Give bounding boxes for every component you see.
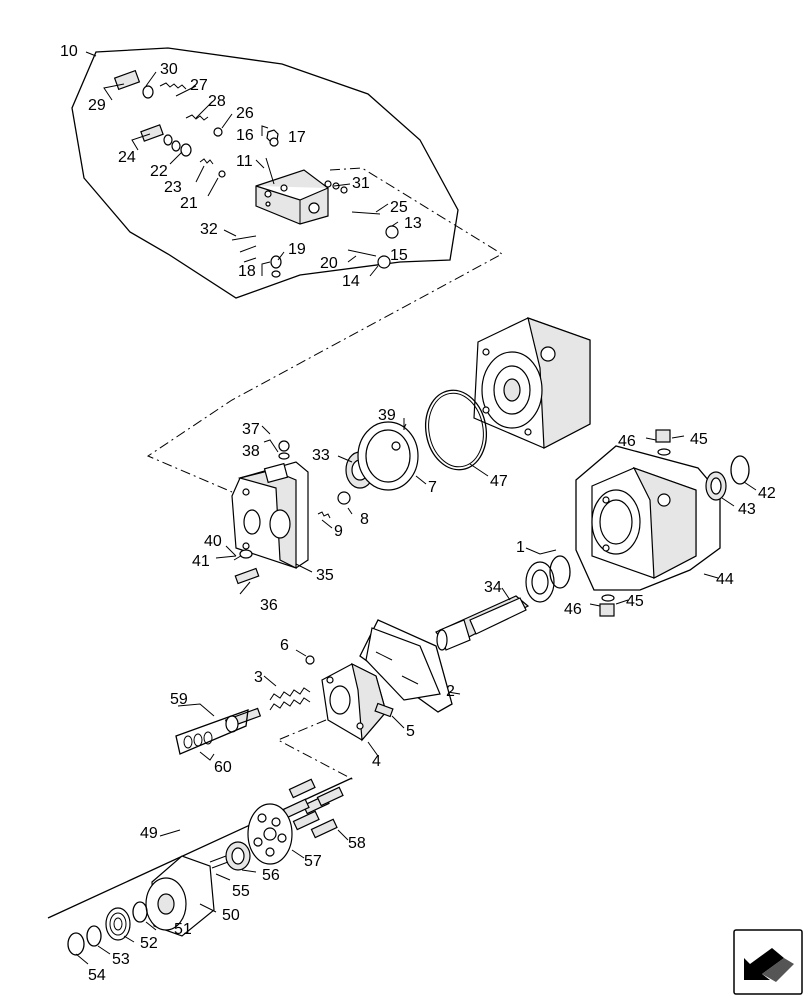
cover-leaders xyxy=(225,418,427,595)
pistons xyxy=(282,778,349,841)
callout-53: 53 xyxy=(112,951,130,968)
shaft-assembly xyxy=(435,547,571,651)
callout-38: 38 xyxy=(242,443,260,460)
callout-15: 15 xyxy=(390,247,408,264)
spring-pin-group xyxy=(175,675,311,761)
callout-29: 29 xyxy=(88,97,106,114)
callout-46-bottom: 46 xyxy=(564,601,582,618)
callout-11: 11 xyxy=(236,153,253,170)
callout-40: 40 xyxy=(204,533,222,550)
callout-13: 13 xyxy=(404,215,422,232)
callout-39: 39 xyxy=(378,407,396,424)
callout-5: 5 xyxy=(406,723,415,740)
callout-56: 56 xyxy=(262,867,280,884)
callout-1: 1 xyxy=(516,539,525,556)
callout-27: 27 xyxy=(190,77,208,94)
seal-ring-47 xyxy=(425,389,489,477)
callout-45-bottom: 45 xyxy=(626,593,644,610)
callout-4: 4 xyxy=(372,753,381,770)
callout-42: 42 xyxy=(758,485,776,502)
callout-2: 2 xyxy=(446,683,455,700)
callout-46-top: 46 xyxy=(618,433,636,450)
callout-19: 19 xyxy=(288,241,306,258)
callout-44: 44 xyxy=(716,571,734,588)
rotating-group xyxy=(47,777,353,965)
callout-52: 52 xyxy=(140,935,158,952)
spool-parts xyxy=(113,69,399,278)
housing-assembly xyxy=(575,429,757,617)
callout-45-top: 45 xyxy=(690,431,708,448)
callout-55: 55 xyxy=(232,883,250,900)
callout-59: 59 xyxy=(170,691,188,708)
callout-23: 23 xyxy=(164,179,182,196)
callout-32: 32 xyxy=(200,221,218,238)
callout-3: 3 xyxy=(254,669,263,686)
callout-18: 18 xyxy=(238,263,256,280)
callout-20: 20 xyxy=(320,255,338,272)
callout-31: 31 xyxy=(352,175,370,192)
callout-22: 22 xyxy=(150,163,168,180)
callout-57: 57 xyxy=(304,853,322,870)
callout-26: 26 xyxy=(236,105,254,122)
yoke xyxy=(276,649,405,781)
page-arrow-icon[interactable] xyxy=(733,929,803,995)
callout-24: 24 xyxy=(118,149,136,166)
callout-14: 14 xyxy=(342,273,360,290)
callout-30: 30 xyxy=(160,61,178,78)
callout-37: 37 xyxy=(242,421,260,438)
callout-21: 21 xyxy=(180,195,198,212)
callout-47: 47 xyxy=(490,473,508,490)
callout-10: 10 xyxy=(60,43,78,60)
callout-7: 7 xyxy=(428,479,437,496)
pump-housing xyxy=(473,317,591,449)
callout-16: 16 xyxy=(236,127,254,144)
end-cover xyxy=(231,425,309,569)
bearing-plate-group xyxy=(317,421,419,519)
callout-36: 36 xyxy=(260,597,278,614)
callout-58: 58 xyxy=(348,835,366,852)
callout-41: 41 xyxy=(192,553,210,570)
callout-60: 60 xyxy=(214,759,232,776)
callout-51: 51 xyxy=(174,921,192,938)
valve-leaders xyxy=(85,51,399,277)
callout-28: 28 xyxy=(208,93,226,110)
callout-50: 50 xyxy=(222,907,240,924)
callout-9: 9 xyxy=(334,523,343,540)
callout-8: 8 xyxy=(360,511,369,528)
callout-25: 25 xyxy=(390,199,408,216)
small-screws-40-41-36 xyxy=(215,549,260,585)
callout-33: 33 xyxy=(312,447,330,464)
callout-34: 34 xyxy=(484,579,502,596)
control-valve-assembly: 10 30 29 27 28 26 16 17 24 11 22 23 31 2… xyxy=(60,43,504,493)
valve-body xyxy=(255,169,329,225)
callout-49: 49 xyxy=(140,825,158,842)
callout-17: 17 xyxy=(288,129,306,146)
callout-43: 43 xyxy=(738,501,756,518)
swash-plate xyxy=(359,619,461,713)
callout-54: 54 xyxy=(88,967,106,984)
callout-35: 35 xyxy=(316,567,334,584)
callout-6: 6 xyxy=(280,637,289,654)
